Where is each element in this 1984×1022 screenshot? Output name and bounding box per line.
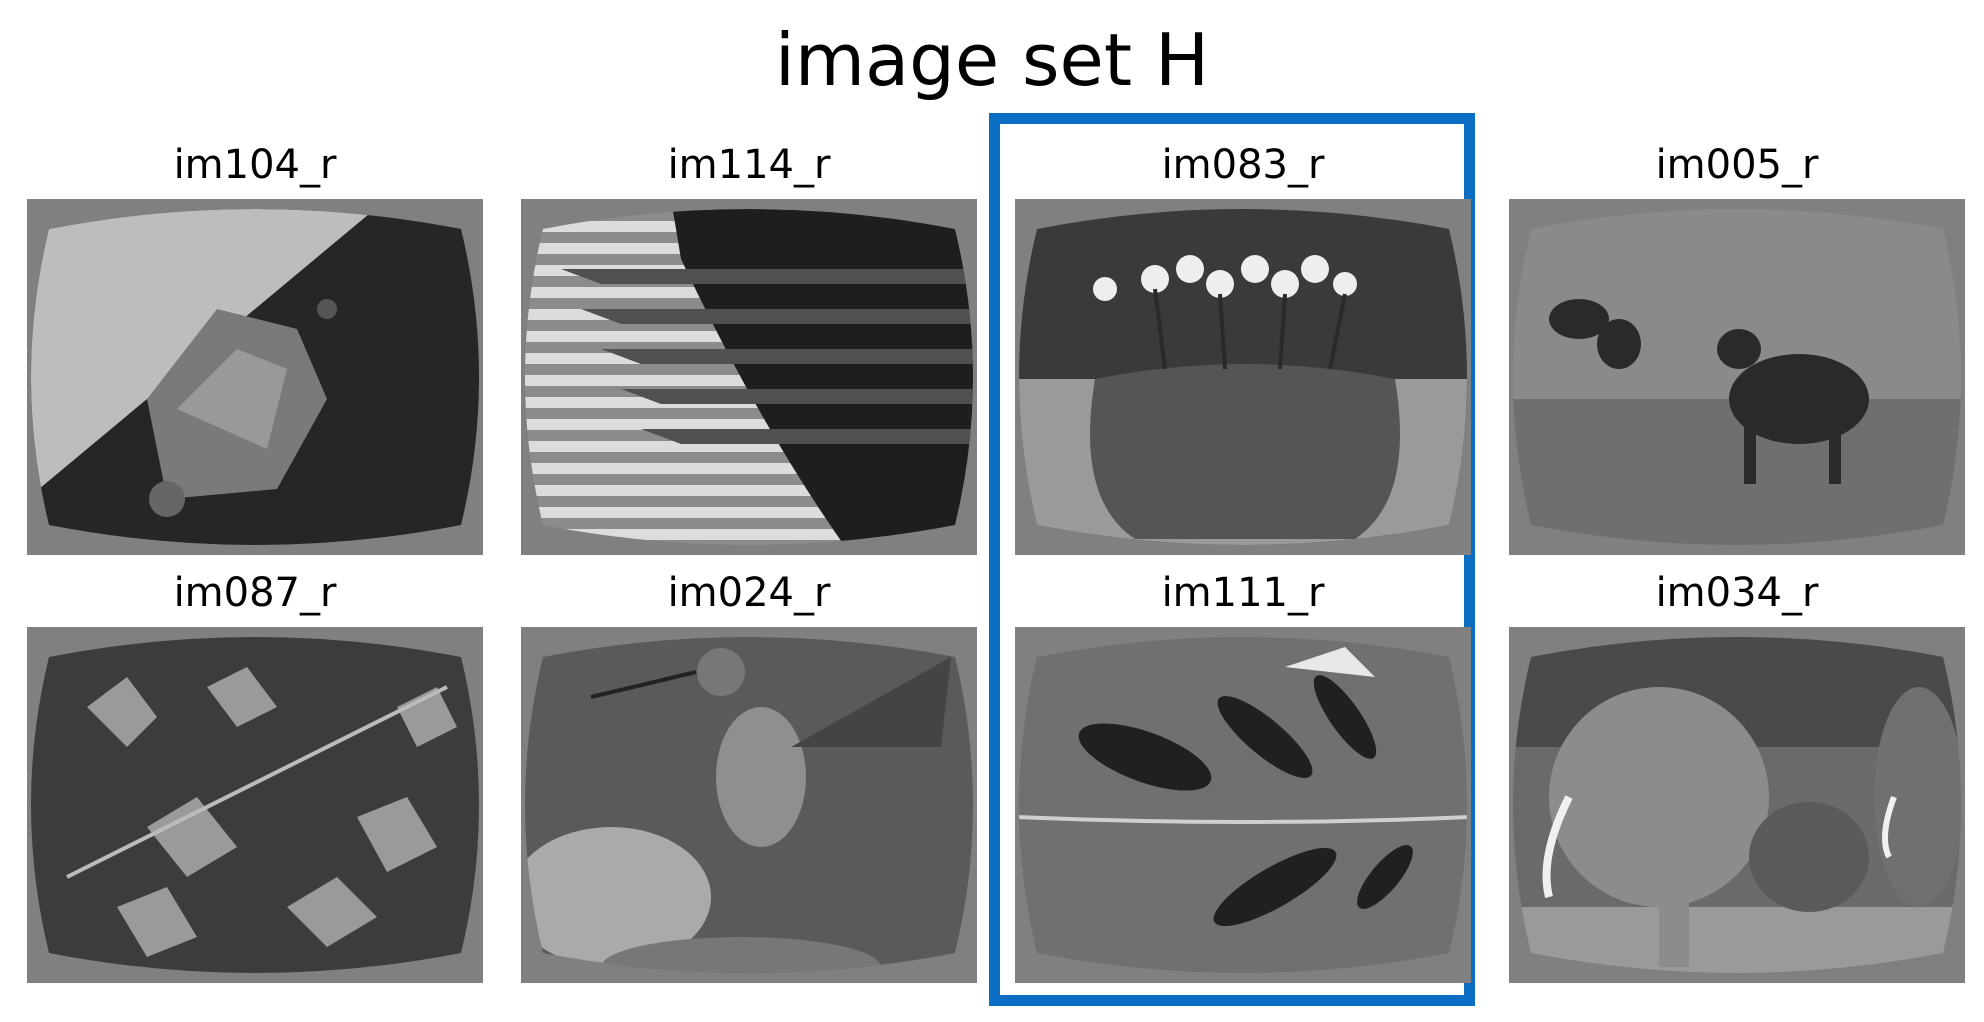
figure-title: image set H (774, 18, 1210, 102)
dogs-icon (1509, 199, 1965, 555)
leaves-icon (27, 627, 483, 983)
hummingbird-icon (521, 627, 977, 983)
rock-icon (27, 199, 483, 555)
monstera-leaf-icon (1015, 627, 1471, 983)
image-label: im005_r (1655, 142, 1819, 188)
selection-highlight (989, 113, 1475, 1006)
image-label: im104_r (173, 142, 337, 188)
image-label: im024_r (667, 570, 831, 616)
flower-pot-icon (1015, 199, 1471, 555)
image-label: im111_r (1161, 570, 1325, 616)
pencils-icon (521, 199, 977, 555)
image-label: im114_r (667, 142, 831, 188)
image-label: im083_r (1161, 142, 1325, 188)
image-label: im087_r (173, 570, 337, 616)
elephants-icon (1509, 627, 1965, 983)
image-label: im034_r (1655, 570, 1819, 616)
